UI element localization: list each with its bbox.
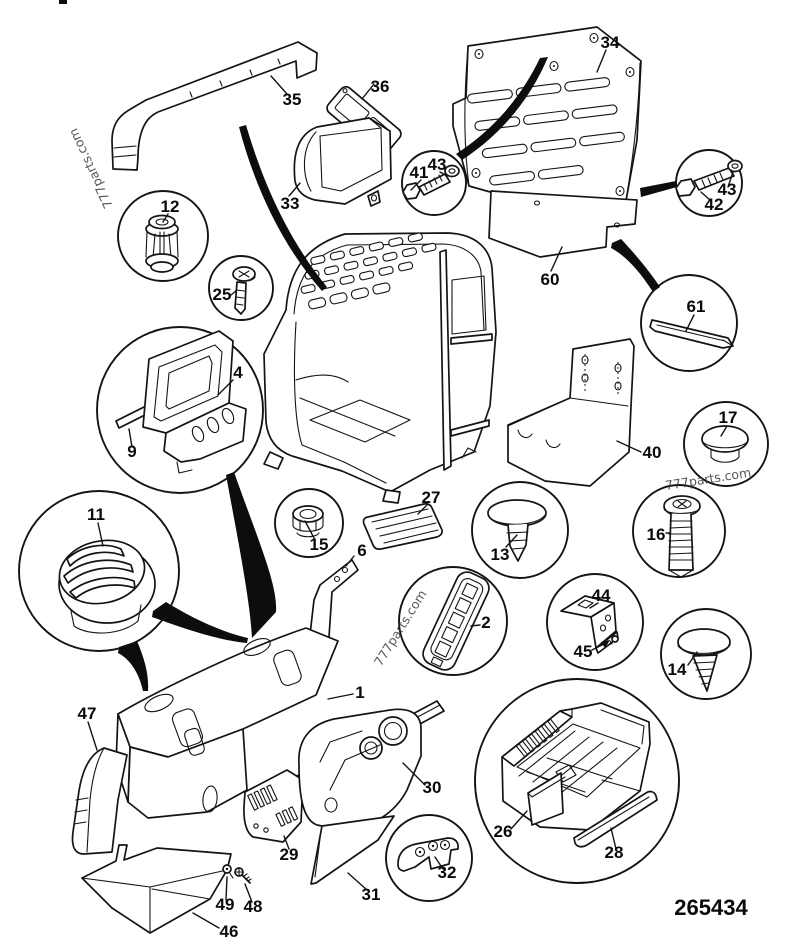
part-31-lower-panel-drawing [310,815,395,885]
callout-14: 14 [668,660,687,679]
callout-43: 43 [428,155,447,174]
callout-28: 28 [605,843,624,862]
part-48-screw-drawing [234,867,252,884]
callout-36: 36 [371,77,390,96]
detail-circle-42-43 [675,149,743,217]
detail-circle-17 [683,401,769,487]
callout-49: 49 [216,895,235,914]
detail-circle-32 [385,814,473,902]
callout-4: 4 [233,363,243,382]
part-46-lower-shell-drawing [81,844,232,934]
part-34-rear-panel-drawing [452,26,642,213]
part-60-lower-panel-drawing [488,190,638,258]
arrow-panel34-to-bolts-left [456,57,548,160]
callout-6: 6 [357,541,366,560]
part-27-pedal-mat-drawing [362,502,443,551]
part-30-steering-console-drawing [298,708,422,831]
callout-16: 16 [647,525,666,544]
arrow-cab-to-dash [226,472,277,638]
crop-mark [59,0,67,4]
callout-35: 35 [283,90,302,109]
arrow-vent-to-dash [152,602,248,643]
callout-32: 32 [438,863,457,882]
callout-44: 44 [592,586,611,605]
callout-26: 26 [494,822,513,841]
detail-circle-11 [18,490,180,652]
part-33-console-pod-drawing [293,117,392,207]
callout-31: 31 [362,885,381,904]
arrow-panel60-to-circle61 [611,239,660,292]
part-40-step-bracket-drawing [507,338,635,487]
part-49-grommet-drawing [222,864,234,879]
leader-lines [87,49,734,929]
arrow-vent-down [118,641,149,691]
arrow-to-cab-roof [239,125,327,291]
detail-circle-4-9 [96,326,264,494]
detail-circle-41-43 [401,150,467,216]
part-47-side-panel-drawing [71,747,128,855]
cab-frame-drawing [263,232,497,504]
callout-33: 33 [281,194,300,213]
detail-circle-14 [660,608,752,700]
callout-11: 11 [87,505,105,524]
part-35-roof-rail-drawing [111,41,318,171]
callout-27: 27 [422,488,441,507]
callout-48: 48 [244,897,263,916]
watermark-top-left: 777parts.com [65,126,115,211]
callout-25: 25 [213,285,232,304]
callout-43: 43 [718,180,737,199]
callout-15: 15 [310,535,329,554]
callout-9: 9 [127,442,136,461]
callout-1: 1 [355,683,364,702]
detail-circle-12 [117,190,209,282]
arrow-panel34-to-bolts-right [640,181,677,197]
detail-circle-44-45 [546,573,644,671]
detail-circle-13 [471,481,569,579]
detail-circle-16 [632,484,726,578]
arrow-45-head [601,640,610,648]
callout-2: 2 [481,613,490,632]
detail-circle-61 [640,274,738,372]
callout-41: 41 [410,163,429,182]
detail-circle-15 [274,488,344,558]
callout-17: 17 [719,408,738,427]
detail-circle-2 [398,566,508,676]
callout-30: 30 [423,778,442,797]
callout-12: 12 [161,197,180,216]
callout-13: 13 [491,545,510,564]
callout-34: 34 [601,33,620,52]
callout-60: 60 [541,270,560,289]
detail-circle-26-28 [474,678,680,884]
callout-45: 45 [574,642,593,661]
callout-40: 40 [643,443,662,462]
callout-42: 42 [705,195,724,214]
part-number: 265434 [674,895,748,920]
callout-47: 47 [78,704,97,723]
detail-circle-25 [208,255,274,321]
locator-arrows [118,57,677,691]
arrow-45 [591,643,605,651]
callout-61: 61 [687,297,706,316]
callout-29: 29 [280,845,299,864]
callout-46: 46 [220,922,239,941]
